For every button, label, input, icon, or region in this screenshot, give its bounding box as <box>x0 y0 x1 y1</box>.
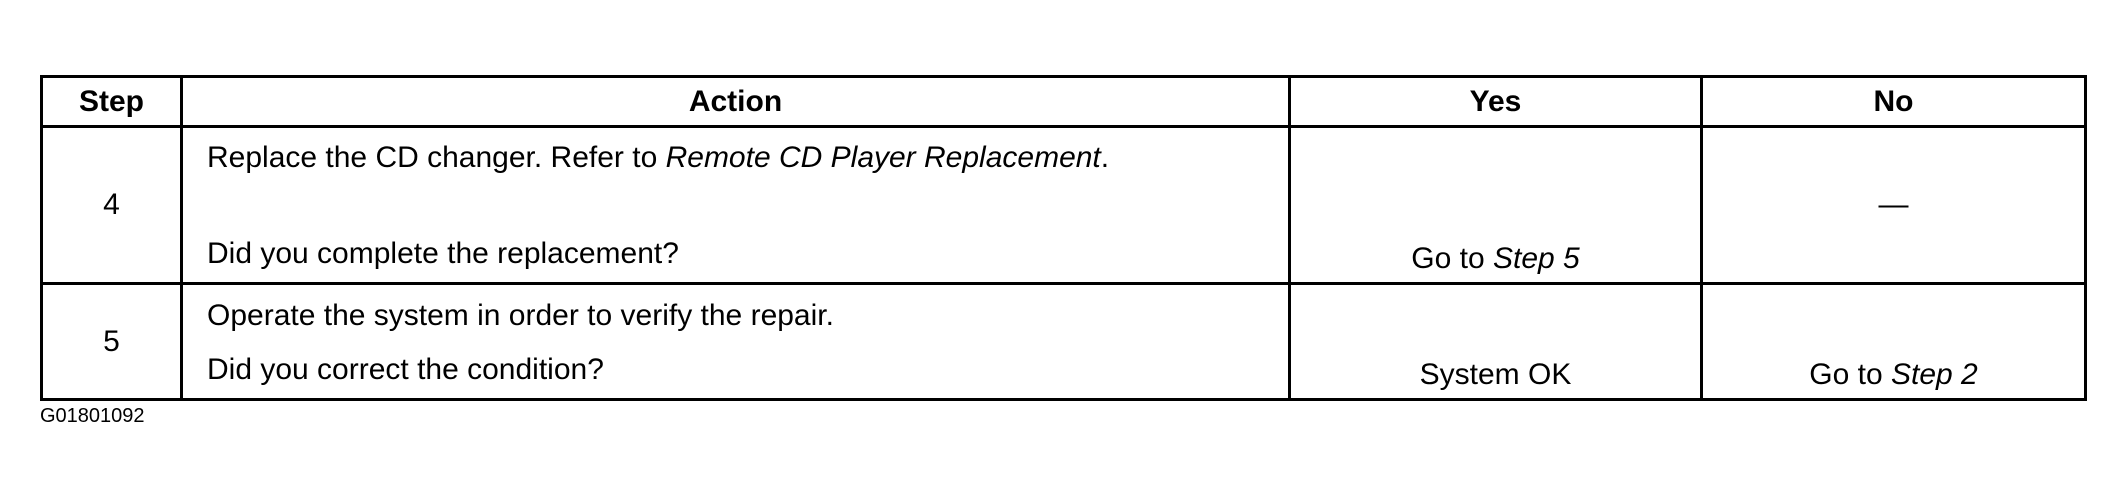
no-cell: — <box>1700 125 2087 285</box>
header-yes: Yes <box>1288 75 1703 128</box>
no-value-dash: — <box>1878 188 1909 221</box>
figure-id: G01801092 <box>40 405 145 427</box>
header-action: Action <box>180 75 1291 128</box>
step-number: 5 <box>40 282 183 401</box>
question-text: Did you correct the condition? <box>207 352 604 386</box>
action-body: Operate the system in order to verify th… <box>207 297 1264 389</box>
action-text: Replace the CD changer. Refer to Remote … <box>207 139 1264 177</box>
no-cell: Go to Step 2 <box>1700 282 2087 401</box>
no-prefix: Go to <box>1809 358 1891 391</box>
header-step: Step <box>40 75 183 128</box>
table-header-row: Step Action Yes No <box>40 75 2087 128</box>
yes-prefix: Go to <box>1411 242 1493 275</box>
step-reference: Step 2 <box>1890 358 1978 391</box>
question-text: Did you complete the replacement? <box>207 237 679 270</box>
step-number: 4 <box>40 125 183 285</box>
step-reference: Step 5 <box>1492 242 1580 275</box>
action-cell: Replace the CD changer. Refer to Remote … <box>180 125 1291 285</box>
yes-cell: Go to Step 5 <box>1288 125 1703 285</box>
diagnostic-table: Step Action Yes No 4 Replace the CD chan… <box>40 75 2087 401</box>
procedure-reference: Remote CD Player Replacement <box>665 141 1101 174</box>
action-cell: Operate the system in order to verify th… <box>180 282 1291 401</box>
action-suffix: . <box>1100 141 1110 174</box>
table-row: 4 Replace the CD changer. Refer to Remot… <box>40 125 2087 285</box>
action-prefix: Replace the CD changer. Refer to <box>207 141 666 174</box>
yes-cell: System OK <box>1288 282 1703 401</box>
action-body: Replace the CD changer. Refer to Remote … <box>207 139 1264 273</box>
table-row: 5 Operate the system in order to verify … <box>40 282 2087 401</box>
action-text: Operate the system in order to verify th… <box>207 298 834 332</box>
header-no: No <box>1700 75 2087 128</box>
